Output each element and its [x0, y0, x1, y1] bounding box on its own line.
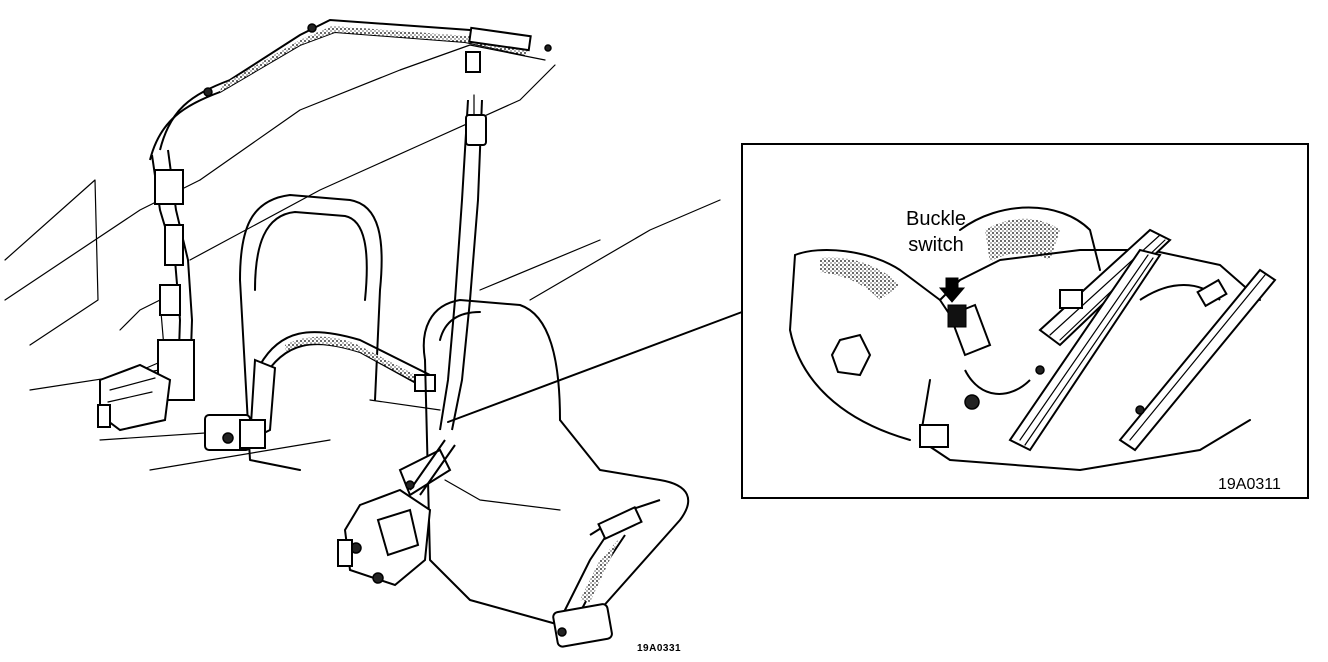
lower-buckle [552, 499, 661, 648]
roof-rail [149, 18, 552, 161]
buckle-switch-label-line1: Buckle [905, 208, 967, 230]
main-figure-code: 19A0331 [637, 643, 682, 654]
right-vertical-belt [439, 94, 487, 431]
inset-detail [789, 206, 1277, 471]
left-pillar-belt [97, 149, 195, 432]
left-seat [239, 194, 441, 471]
center-belt [204, 331, 436, 451]
leader-line [447, 311, 743, 423]
buckle-switch-label: Buckle switch [893, 206, 979, 258]
buckle-switch-label-line2: switch [908, 234, 964, 256]
front-retractor [337, 439, 456, 587]
pointer-arrow-icon [938, 277, 967, 328]
inset-figure-code: 19A0311 [1218, 476, 1281, 493]
right-seat [422, 299, 690, 626]
